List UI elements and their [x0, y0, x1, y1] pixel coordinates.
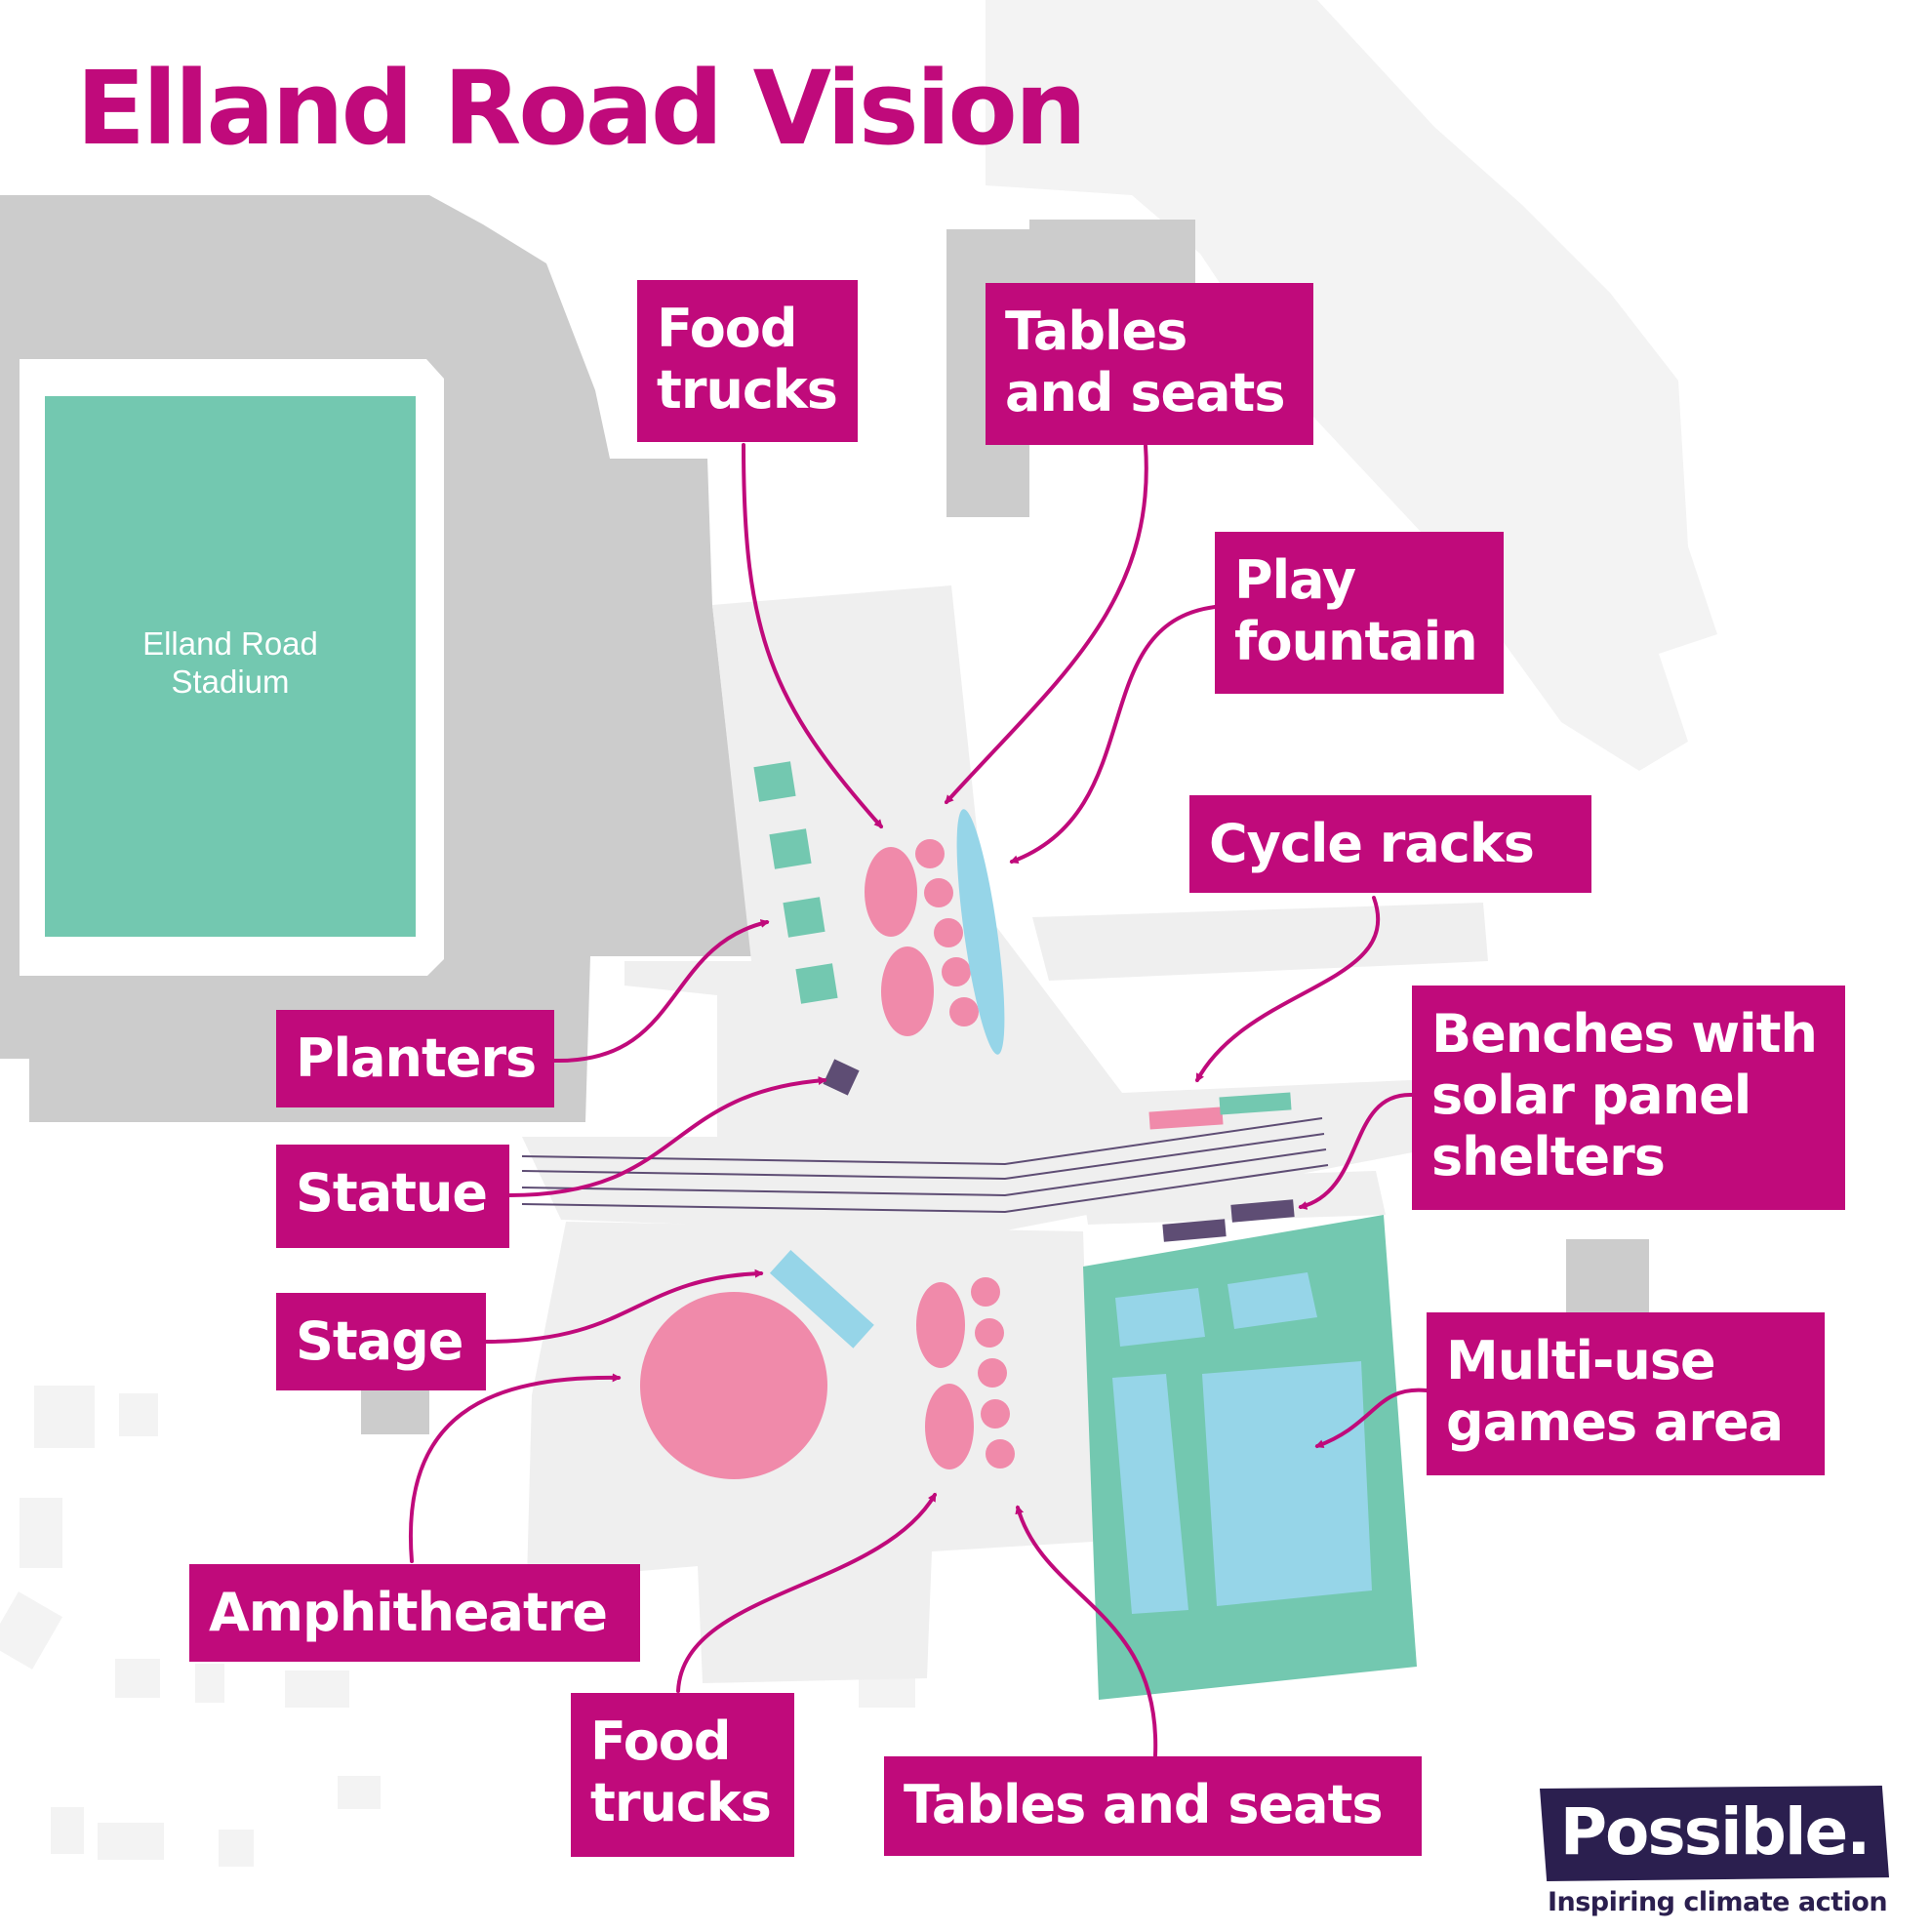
stage-shape — [769, 1249, 874, 1348]
brand-tagline: Inspiring climate action — [1547, 1887, 1888, 1917]
games-area-courts — [1112, 1272, 1372, 1614]
arrow-planters — [552, 919, 770, 1064]
label-food-trucks-south: Food trucks — [571, 1693, 794, 1857]
label-multi-use-games: Multi-use games area — [1427, 1312, 1825, 1475]
label-tables-seats-north: Tables and seats — [986, 283, 1313, 445]
label-stage: Stage — [276, 1293, 486, 1390]
arrow-benches — [1298, 1092, 1414, 1210]
statue-shape — [823, 1059, 860, 1096]
label-food-trucks-north: Food trucks — [637, 280, 858, 442]
arrow-food-trucks-north — [742, 443, 883, 829]
background-buildings — [0, 0, 1717, 1867]
arrow-tables-seats-south — [1015, 1505, 1158, 1757]
label-planters: Planters — [276, 1010, 554, 1107]
stadium-pitch — [45, 396, 416, 937]
stadium-label: Elland Road Stadium — [142, 625, 318, 700]
planters — [753, 761, 838, 1004]
label-cycle-racks: Cycle racks — [1189, 795, 1591, 893]
food-trucks-south-shapes — [916, 1282, 974, 1469]
cycle-racks-shape — [1148, 1092, 1292, 1130]
label-tables-seats-south: Tables and seats — [884, 1756, 1422, 1856]
possible-logo: Possible. — [1540, 1786, 1889, 1881]
arrow-play-fountain — [1009, 605, 1217, 865]
benches-shape — [1162, 1199, 1295, 1242]
label-benches-solar: Benches with solar panel shelters — [1412, 986, 1845, 1210]
arrow-amphitheatre — [408, 1373, 622, 1563]
tables-seats-north-shapes — [915, 839, 979, 1026]
arrow-food-trucks-south — [676, 1492, 937, 1693]
road-lines — [521, 1117, 1329, 1214]
callout-arrows — [408, 443, 1429, 1757]
amphitheatre-shape — [640, 1292, 827, 1479]
arrow-cycle-racks — [1195, 896, 1381, 1083]
food-trucks-north-shapes — [865, 847, 934, 1036]
arrow-multi-use-games — [1314, 1388, 1429, 1449]
play-fountain-shape — [956, 809, 1005, 1055]
arrow-stage — [484, 1268, 764, 1344]
page-title: Elland Road Vision — [76, 49, 1087, 168]
arrow-statue — [507, 1076, 827, 1197]
label-play-fountain: Play fountain — [1215, 532, 1504, 694]
arrow-tables-seats-north — [945, 444, 1148, 805]
label-amphitheatre: Amphitheatre — [189, 1564, 640, 1662]
tables-seats-south-shapes — [971, 1277, 1015, 1469]
label-statue: Statue — [276, 1145, 509, 1248]
